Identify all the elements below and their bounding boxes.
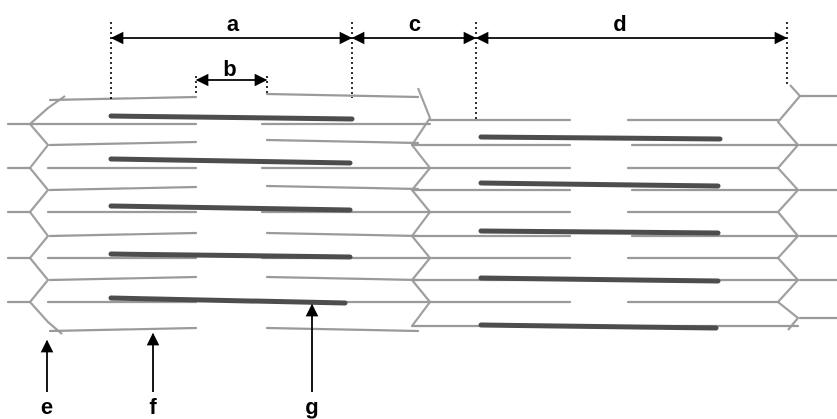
thin-filament — [48, 140, 198, 147]
thick-filaments-right-sarcomere — [478, 134, 723, 331]
label-f: f — [149, 394, 157, 419]
label-d: d — [613, 11, 626, 36]
thick-filament — [478, 134, 723, 142]
thick-filament — [478, 180, 721, 189]
z-disc-right-zigzag — [776, 84, 802, 331]
label-e: e — [41, 394, 53, 419]
z-disc-right — [776, 84, 837, 331]
thin-filament — [265, 275, 420, 282]
thin-filament — [48, 185, 198, 192]
thick-filament — [108, 251, 353, 260]
thick-filament — [108, 156, 353, 166]
pointer-arrows — [40, 303, 319, 392]
label-c: c — [409, 11, 421, 36]
thin-filament — [265, 138, 420, 145]
thin-filament — [265, 92, 420, 99]
thin-filament — [265, 184, 420, 191]
thin-filaments-right-sarcomere — [410, 118, 800, 328]
label-g: g — [305, 394, 318, 419]
thin-filament — [48, 231, 198, 238]
thick-filaments-left-sarcomere — [108, 113, 355, 306]
thin-filament — [265, 326, 420, 333]
thin-filament — [48, 95, 198, 102]
thin-filament — [265, 231, 420, 238]
thin-filaments-left-sarcomere — [28, 92, 432, 333]
thin-filament — [48, 275, 198, 282]
thick-filament — [478, 322, 719, 331]
z-disc-left-zigzag — [28, 95, 66, 335]
thick-filament — [478, 275, 721, 284]
thin-filament — [48, 326, 198, 333]
thick-filament — [108, 113, 355, 122]
dimension-lines — [110, 22, 788, 120]
z-disc-left — [6, 95, 66, 335]
thick-filament — [108, 295, 348, 306]
thick-filament — [478, 228, 721, 236]
thick-filament — [108, 203, 353, 213]
label-b: b — [223, 56, 236, 81]
label-a: a — [227, 11, 240, 36]
